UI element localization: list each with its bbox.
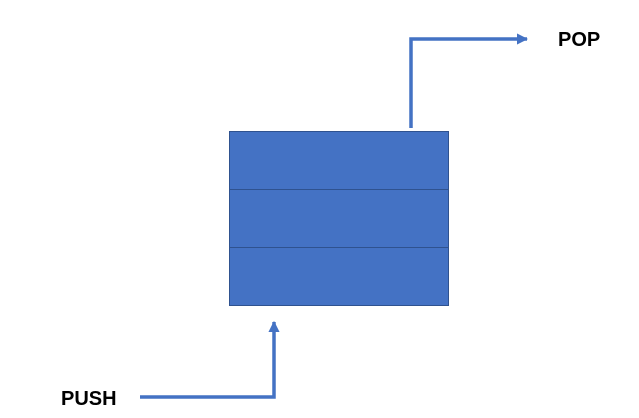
- stack-segment-middle: [229, 189, 449, 248]
- pop-label: POP: [558, 29, 600, 51]
- pop-arrow: [409, 33, 529, 128]
- push-label: PUSH: [61, 388, 117, 410]
- stack-segment-top: [229, 131, 449, 190]
- stack-segment-bottom: [229, 247, 449, 306]
- stack-block: [229, 131, 449, 306]
- push-arrow: [140, 320, 280, 399]
